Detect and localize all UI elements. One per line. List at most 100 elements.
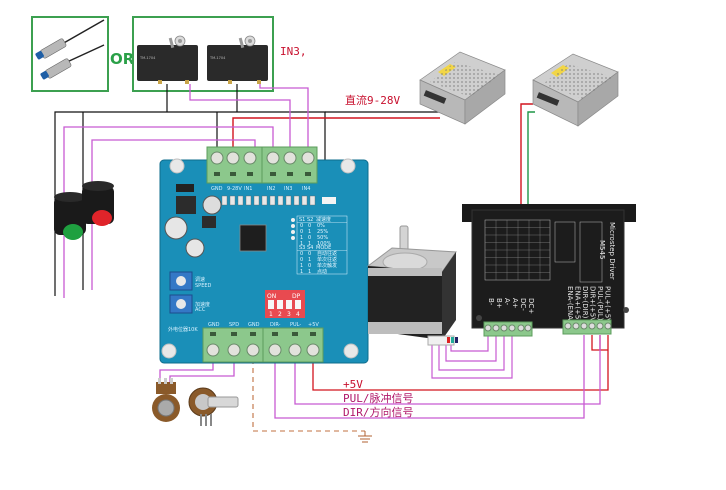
terminal-screw[interactable] xyxy=(301,151,315,165)
current-table xyxy=(579,221,603,283)
dc-supply-label: 直流9-28V xyxy=(345,93,400,107)
terminal-slot xyxy=(214,172,220,176)
accel-label: 加速度 xyxy=(195,301,210,308)
terminal-screw[interactable] xyxy=(500,324,508,332)
speed_table-cell: 0% xyxy=(317,223,325,229)
terminal-slot xyxy=(231,332,237,336)
terminal-screw[interactable] xyxy=(524,324,532,332)
motor-wire xyxy=(431,330,513,379)
dip-key[interactable] xyxy=(268,300,274,309)
speed_table-cell: 1 xyxy=(300,235,303,241)
terminal-screw[interactable] xyxy=(283,151,297,165)
top-terminal-label: 9-28V xyxy=(227,186,242,192)
speed_table-header: 减速度 xyxy=(316,216,331,223)
limit-switch-icon: TM-1704 xyxy=(207,35,268,84)
speed_table-cell: 0 xyxy=(308,235,311,241)
bottom-terminal-label: DIR- xyxy=(270,322,281,328)
terminal-slot xyxy=(305,172,311,176)
resistor xyxy=(221,195,228,206)
resistor xyxy=(261,195,268,206)
in3-label: IN3, xyxy=(280,45,307,58)
speed_table-cell: 0 xyxy=(308,223,311,229)
terminal-screw[interactable] xyxy=(564,322,572,330)
terminal-screw[interactable] xyxy=(210,151,224,165)
mode_table-cell: 0 xyxy=(300,251,303,257)
driver-motor-label: DC- xyxy=(519,298,527,311)
terminal-screw[interactable] xyxy=(243,151,257,165)
speed_table-cell: 50% xyxy=(317,235,328,241)
svg-text:TM-1704: TM-1704 xyxy=(209,56,226,60)
mode_table-cell: 单次触发 xyxy=(317,262,337,269)
resistor xyxy=(229,195,236,206)
terminal-screw[interactable] xyxy=(484,324,492,332)
terminal-screw[interactable] xyxy=(596,322,604,330)
terminal-screw[interactable] xyxy=(572,322,580,330)
driver-motor-label: DC+ xyxy=(527,298,535,314)
top-terminal-label: IN4 xyxy=(302,186,310,192)
ground-symbol-icon xyxy=(358,431,372,443)
resistor xyxy=(237,195,244,206)
terminal-screw[interactable] xyxy=(306,343,320,357)
switch-frame xyxy=(132,16,274,92)
terminal-screw[interactable] xyxy=(266,151,280,165)
driver-motor-label: A+ xyxy=(511,298,519,309)
mode_table-cell: 单次往返 xyxy=(317,256,337,263)
dip-dp-label: DP xyxy=(292,293,301,300)
terminal-screw[interactable] xyxy=(604,322,612,330)
speed_table-cell: 1 xyxy=(300,241,303,247)
terminal-slot xyxy=(310,332,316,336)
dip-position-label: 1 xyxy=(269,311,273,318)
resistor xyxy=(285,195,292,206)
mode_table-cell: 1 xyxy=(300,263,303,269)
resistor xyxy=(309,195,316,206)
driver-title: Microstep Driver xyxy=(608,222,616,280)
resistor xyxy=(245,195,252,206)
bottom-terminal-label: GND xyxy=(208,322,220,328)
terminal-slot xyxy=(210,332,216,336)
component xyxy=(202,216,216,228)
pul-wire xyxy=(294,335,601,405)
terminal-screw[interactable] xyxy=(268,343,282,357)
dip-key[interactable] xyxy=(277,300,283,309)
terminal-screw[interactable] xyxy=(508,324,516,332)
terminal-screw[interactable] xyxy=(492,324,500,332)
terminal-screw[interactable] xyxy=(227,343,241,357)
bottom-terminal-label: GND xyxy=(248,322,260,328)
terminal-screw[interactable] xyxy=(246,343,260,357)
dip-position-label: 2 xyxy=(278,311,282,318)
terminal-screw[interactable] xyxy=(226,151,240,165)
resistor xyxy=(253,195,260,206)
driver-signal-label: DIR+(+5V) xyxy=(589,286,597,325)
resistor xyxy=(269,195,276,206)
mode_table-cell: 1 xyxy=(308,269,311,275)
top-terminal-label: IN3 xyxy=(284,186,292,192)
plus5v-label: +5V xyxy=(343,378,363,391)
terminal-screw[interactable] xyxy=(588,322,596,330)
dip-key[interactable] xyxy=(295,300,301,309)
speed_table-header: S2 xyxy=(307,217,313,223)
push-button-green-icon xyxy=(54,192,86,240)
component xyxy=(322,197,336,204)
driver-signal-label: DIR-(DIR) xyxy=(581,286,589,319)
driver-signal-label: ENA+(+5V) xyxy=(574,286,582,327)
bottom-terminal-label: +5V xyxy=(308,322,319,328)
top-terminal-label: GND xyxy=(211,186,223,192)
dip-position-label: 4 xyxy=(296,311,300,318)
terminal-screw[interactable] xyxy=(580,322,588,330)
speed_table-cell: 25% xyxy=(317,229,328,235)
terminal-screw[interactable] xyxy=(288,343,302,357)
plus5v-jumper xyxy=(591,335,608,351)
dip-key[interactable] xyxy=(286,300,292,309)
proximity-sensor-icon xyxy=(35,19,105,60)
terminal-screw[interactable] xyxy=(206,343,220,357)
bottom-terminal-label: SPD xyxy=(229,322,239,328)
dip-on-label: ON xyxy=(267,293,276,300)
driver-signal-label: ENA-(ENA) xyxy=(566,286,574,323)
motor-wire xyxy=(450,330,489,352)
terminal-screw[interactable] xyxy=(517,324,525,332)
terminal-slot xyxy=(250,332,256,336)
